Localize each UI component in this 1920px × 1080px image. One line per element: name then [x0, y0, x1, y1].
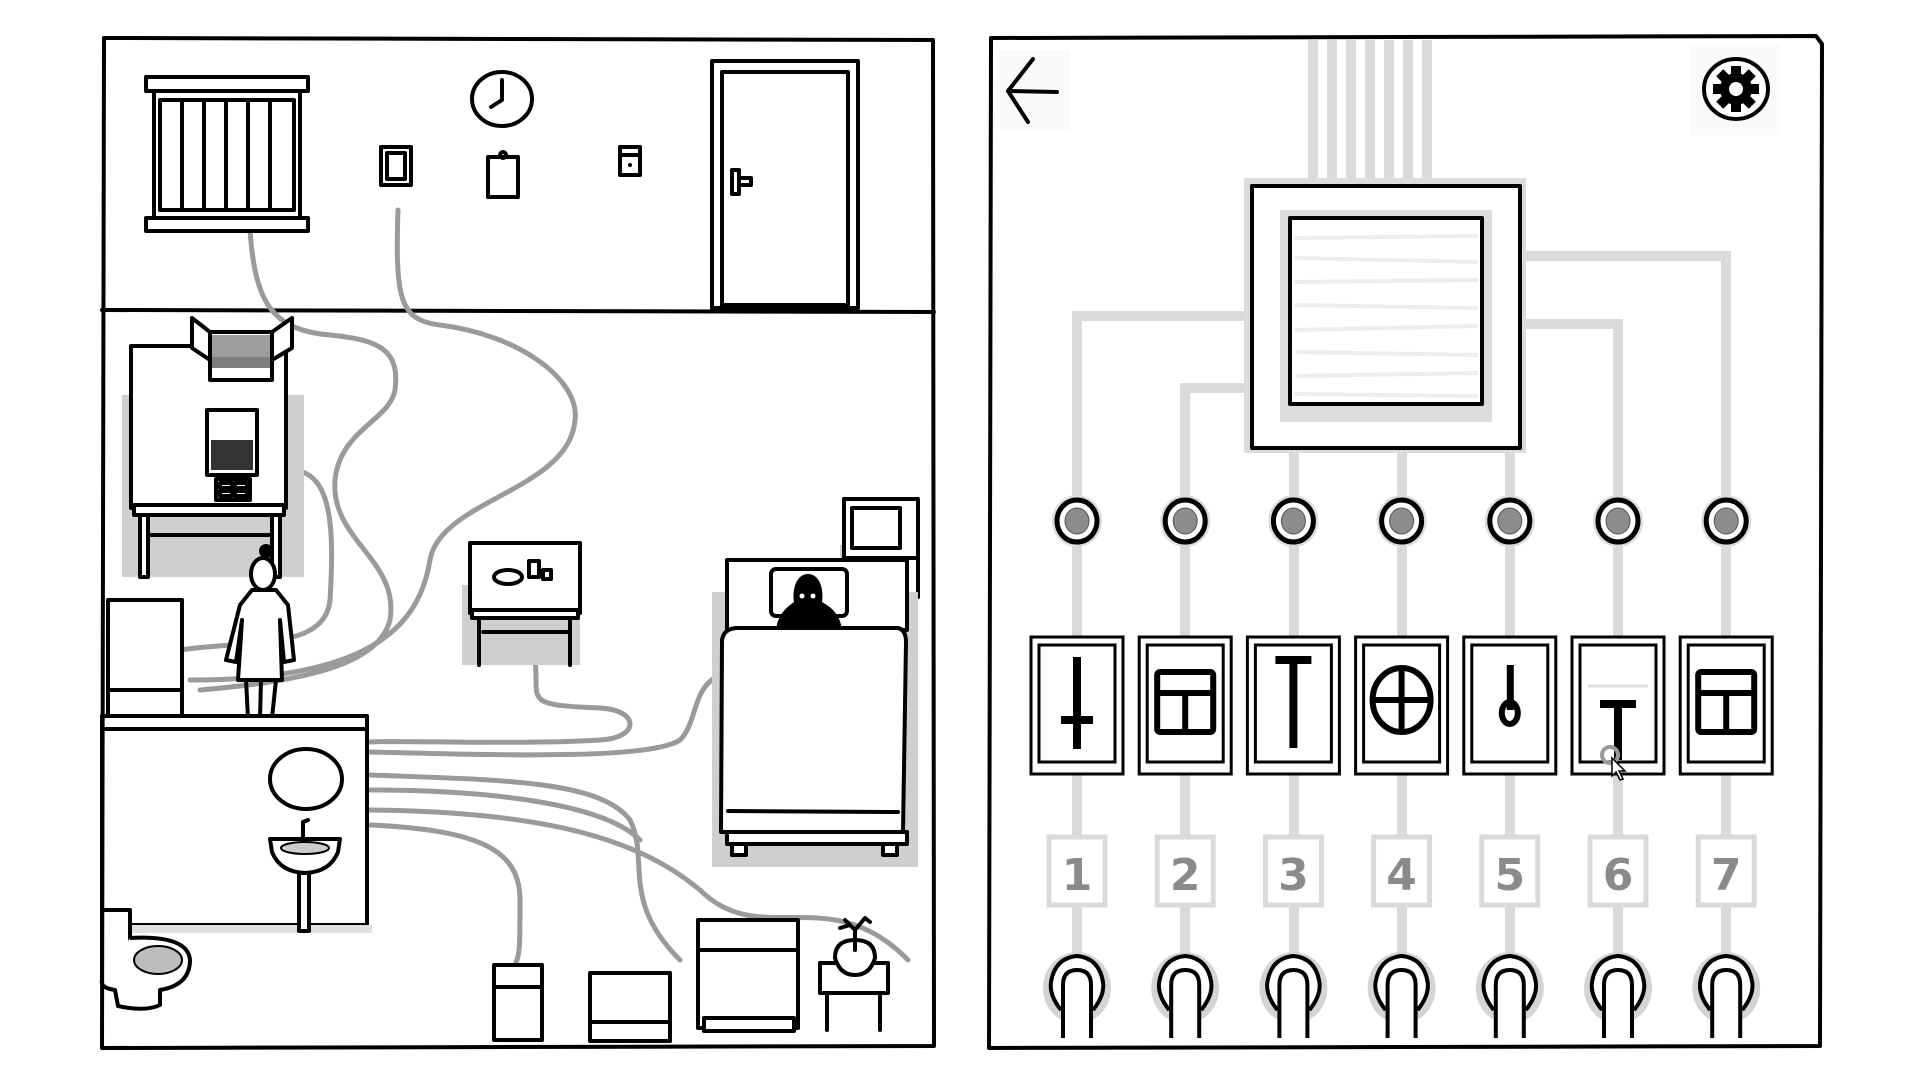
- rune-tile-3[interactable]: [1245, 635, 1341, 776]
- cabinet[interactable]: [122, 316, 304, 579]
- open-box[interactable]: [190, 316, 294, 382]
- shadow-person[interactable]: [769, 567, 849, 630]
- mouse-cursor: [1611, 756, 1627, 781]
- number-tile-3: 3: [1262, 834, 1324, 908]
- wall-switch[interactable]: [379, 145, 413, 187]
- window-grid-rune-icon: [1695, 669, 1758, 735]
- slot-number: 6: [1603, 850, 1634, 901]
- slot-column-6: 6: [1570, 495, 1666, 1038]
- indicator-light: [1268, 495, 1319, 547]
- potted-plant[interactable]: [818, 916, 890, 1032]
- dresser[interactable]: [106, 598, 184, 718]
- key-loop-rune-icon: [1498, 665, 1521, 727]
- circle-cross-rune-icon: [1369, 665, 1434, 735]
- number-tile-4: 4: [1371, 834, 1433, 908]
- sink[interactable]: [268, 818, 342, 933]
- slot-number: 2: [1170, 850, 1201, 901]
- number-tile-2: 2: [1154, 834, 1216, 908]
- woman-character[interactable]: [224, 544, 296, 720]
- back-button[interactable]: [1000, 50, 1070, 130]
- rune-tile-1[interactable]: [1029, 635, 1125, 776]
- window-grid-rune-icon: [1154, 669, 1217, 735]
- circuit-panel: 1 2 3 4 5 6 7: [987, 34, 1824, 1050]
- rune-tile-6[interactable]: [1570, 635, 1666, 776]
- slot-column-7: 7: [1678, 495, 1774, 1038]
- gear-icon: [1713, 66, 1759, 112]
- wardrobe[interactable]: [696, 918, 800, 1033]
- clock-icon[interactable]: [470, 70, 534, 128]
- cable-jack-5[interactable]: [1475, 952, 1544, 1038]
- slot-column-2: 2: [1137, 495, 1233, 1038]
- number-tile-1: 1: [1046, 834, 1108, 908]
- monitor[interactable]: [205, 408, 259, 502]
- number-tile-6: 6: [1587, 834, 1649, 908]
- indicator-light: [1052, 495, 1102, 547]
- bed[interactable]: [712, 558, 918, 867]
- slot-number: 4: [1386, 850, 1417, 901]
- rune-slots: 1 2 3 4 5 6 7: [1029, 495, 1774, 1038]
- chip-bus-traces: [1308, 40, 1432, 185]
- slot-column-5: 5: [1462, 495, 1558, 1038]
- slot-column-1: 1: [1029, 495, 1125, 1038]
- rune-tile-2[interactable]: [1137, 635, 1233, 776]
- indicator-light: [1484, 495, 1535, 547]
- dagger-rune-icon: [1061, 657, 1093, 749]
- cable-jack-6[interactable]: [1584, 952, 1652, 1038]
- cable-jack-2[interactable]: [1151, 952, 1220, 1038]
- floor-wires: [177, 207, 911, 965]
- settings-button[interactable]: [1690, 45, 1780, 135]
- cable-jack-4[interactable]: [1367, 952, 1436, 1038]
- small-fridge[interactable]: [492, 963, 544, 1042]
- slot-number: 5: [1494, 850, 1525, 901]
- slot-number: 7: [1711, 850, 1742, 901]
- number-tile-5: 5: [1479, 834, 1541, 908]
- door[interactable]: [710, 59, 860, 310]
- door-keypad[interactable]: [618, 145, 642, 177]
- arrow-left-icon: [1006, 57, 1059, 124]
- cable-jack-7[interactable]: [1692, 952, 1761, 1038]
- cable-jack-3[interactable]: [1259, 952, 1328, 1038]
- indicator-light: [1376, 495, 1427, 547]
- mirror[interactable]: [268, 747, 344, 811]
- cable-jack-1[interactable]: [1043, 952, 1111, 1038]
- indicator-light: [1593, 495, 1643, 547]
- slot-column-4: 4: [1354, 495, 1450, 1038]
- bathroom-wall: [100, 714, 372, 933]
- chip-screen-lines: [1294, 234, 1479, 398]
- rune-tile-5[interactable]: [1462, 635, 1558, 776]
- short-t-rune-icon: [1588, 684, 1648, 765]
- tall-t-rune-icon: [1275, 656, 1312, 748]
- box-cabinet[interactable]: [588, 971, 672, 1043]
- table-with-dishes[interactable]: [462, 541, 582, 667]
- indicator-light: [1160, 495, 1211, 547]
- rune-tile-7[interactable]: [1678, 635, 1774, 776]
- room-panel: [99, 36, 936, 1050]
- toilet[interactable]: [99, 908, 192, 1011]
- clipboard[interactable]: [486, 150, 520, 199]
- slot-column-3: 3: [1245, 495, 1341, 1038]
- slot-number: 1: [1062, 850, 1093, 901]
- indicator-light: [1701, 495, 1752, 547]
- rune-tile-4[interactable]: [1354, 635, 1450, 776]
- number-tile-7: 7: [1695, 834, 1757, 908]
- window[interactable]: [144, 75, 310, 233]
- slot-number: 3: [1278, 850, 1309, 901]
- chip[interactable]: [1244, 178, 1526, 453]
